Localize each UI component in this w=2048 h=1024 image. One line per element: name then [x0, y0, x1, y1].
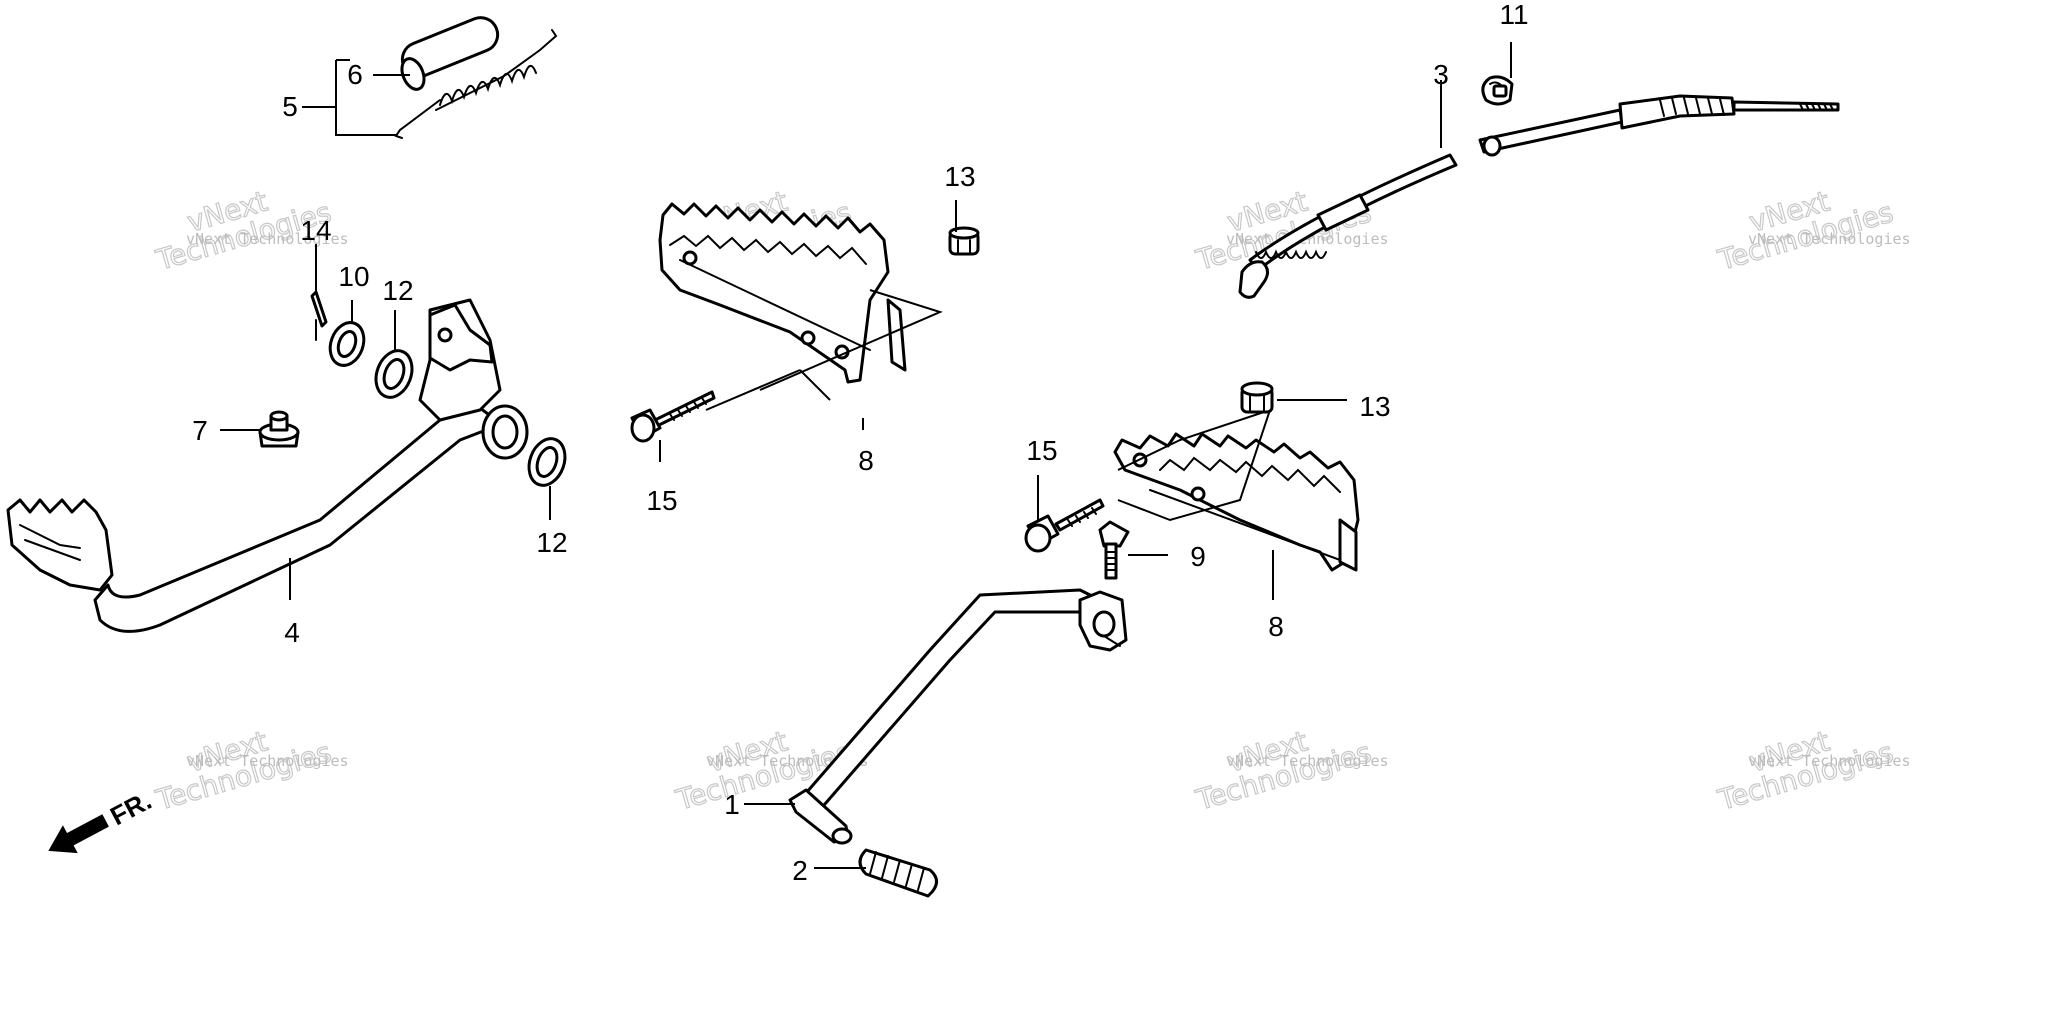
callout-7: 7: [192, 415, 208, 446]
hook-hole: [437, 327, 453, 343]
footpeg-guide-lines: [705, 289, 943, 411]
footpeg-lower-guide-lines: [1117, 408, 1272, 522]
part-7-grease-fitting: [258, 410, 300, 448]
callout-4: 4: [284, 617, 300, 648]
footpeg-lower-hole-2: [1190, 486, 1206, 502]
cable-joint: [1482, 135, 1502, 157]
footpeg-hole-2: [800, 330, 816, 346]
watermarks: vNext Technologies vNext Technologies vN…: [151, 184, 1911, 818]
clamp-hole: [1092, 610, 1116, 638]
footpeg-lower-tab: [1338, 518, 1358, 572]
callout-12-lower: 12: [536, 527, 567, 558]
shift-lever-arm: [798, 588, 1102, 814]
part-2-shift-rubber: [858, 848, 938, 898]
footpeg-upper-body: [658, 202, 890, 384]
cable-boot: [1618, 94, 1736, 130]
part-3-brake-cable: [1238, 94, 1840, 299]
callout-15-lower: 15: [1026, 435, 1057, 466]
callout-8-upper: 8: [858, 445, 874, 476]
cable-inner-wire: [1732, 100, 1840, 112]
callout-9: 9: [1190, 541, 1206, 572]
seal-hole-2: [535, 446, 559, 478]
callout-1: 1: [724, 789, 740, 820]
sleeve-end: [400, 57, 426, 91]
watermark-text-3: vNext Technologies: [1226, 230, 1389, 248]
part-9-bolt: [1098, 520, 1130, 580]
brake-spring-assembly: [394, 16, 558, 139]
peg-end: [831, 827, 853, 845]
leader-5: [302, 59, 396, 136]
part-15-bolt-lower: [1024, 498, 1105, 553]
part-15-bolt-upper: [630, 390, 716, 443]
spring-hook-plate: [428, 303, 494, 372]
callout-10: 10: [338, 261, 369, 292]
watermark-4: vNext Technologies: [1713, 184, 1897, 278]
front-direction-arrow-icon: FR.: [48, 785, 156, 854]
watermark-text-4: vNext Technologies: [1748, 230, 1911, 248]
seal-hole: [382, 358, 406, 390]
footpeg-tab: [886, 298, 907, 372]
callouts: 6 5 14 10 12 12 7 4 13 8 15 13 15 9 8 3 …: [192, 0, 1528, 886]
cable-housing-left: [1248, 153, 1458, 272]
callout-5: 5: [282, 91, 298, 122]
watermark-text-1: vNext Technologies: [186, 230, 349, 248]
watermark-text-8: vNext Technologies: [1748, 752, 1911, 770]
callout-2: 2: [792, 855, 808, 886]
footpeg-hole: [682, 250, 698, 266]
part-1-gear-shift-lever: [788, 588, 1128, 845]
washer-hole: [336, 329, 358, 359]
part-14-cotter-pin: [310, 290, 328, 328]
part-13-nut-upper: [948, 226, 980, 256]
callout-6: 6: [347, 59, 363, 90]
pivot-bore-inner: [491, 414, 519, 450]
callout-11: 11: [1499, 0, 1528, 30]
return-spring: [394, 29, 558, 139]
cable-end-left: [1238, 260, 1269, 299]
callout-8-lower: 8: [1268, 611, 1284, 642]
callout-12-upper: 12: [382, 275, 413, 306]
part-11-cable-clip: [1481, 75, 1514, 106]
callout-3: 3: [1433, 59, 1449, 90]
callout-13-lower: 13: [1359, 391, 1390, 422]
watermark-text-7: vNext Technologies: [1226, 752, 1389, 770]
watermark-text-5: vNext Technologies: [186, 752, 349, 770]
callout-15-upper: 15: [646, 485, 677, 516]
cable-ferrule-left: [1316, 193, 1370, 232]
front-direction-label: FR.: [105, 785, 156, 831]
brake-pedal: [6, 298, 529, 633]
callout-13-upper: 13: [944, 161, 975, 192]
callout-14: 14: [300, 215, 331, 246]
footpeg-upper: [658, 202, 907, 384]
watermark-3: vNext Technologies: [1191, 184, 1375, 278]
part-13-nut-lower: [1240, 381, 1274, 414]
leader-lines: [220, 42, 1512, 869]
